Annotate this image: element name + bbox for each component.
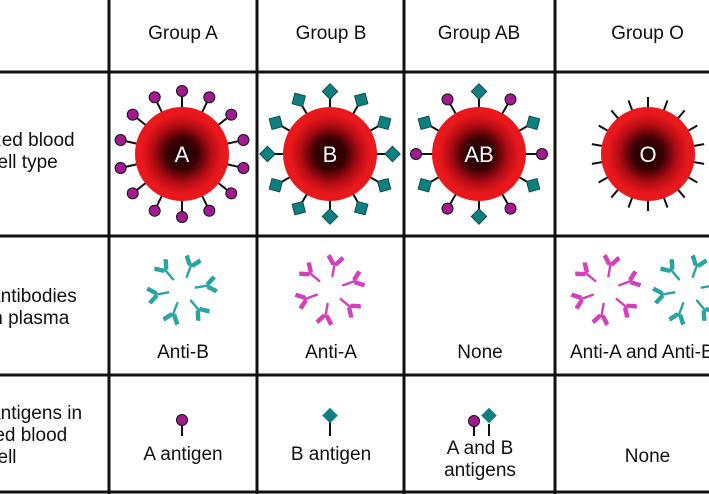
antigen-a-spike [409,147,435,161]
antibody-y-icon [315,301,337,326]
antibody-label-group-ab: None [457,342,503,363]
antigen-a-spike [112,157,141,176]
antigen-a-spike [175,198,189,224]
row-label-antigens-line1: Antigens in [0,403,83,424]
antibody-y-icon [652,283,677,305]
row-label-antigens-line3: cell [0,447,17,468]
cell-group-ab [409,82,549,226]
antibody-y-icon [684,254,708,281]
antibody-label-group-a: Anti-B [157,342,209,363]
antibody-label-group-o: Anti-A and Anti-B [570,342,709,363]
antigen-o-spike [676,188,686,199]
antibody-y-icon [591,301,613,326]
antibody-y-icon [659,257,686,286]
antigen-o-spike [597,176,610,184]
cell-group-b [258,82,402,226]
anti-b-antibody-cluster-o [652,254,709,326]
antibody-y-icon [297,261,326,288]
antibody-label-group-o-clip: Anti-A and Anti-B [557,342,709,366]
antigen-b-icon [322,407,338,436]
antigen-a-spike [175,84,189,110]
antigen-b-spike [321,198,339,226]
antibody-y-icon [193,275,218,297]
column-header-group-o: Group O [611,23,684,44]
antibody-y-icon [699,275,709,297]
antigen-o-spike [597,124,610,132]
cell-letter-ab: AB [464,142,493,167]
cell-group-o [590,96,706,212]
antibody-y-icon [294,286,321,310]
antibody-y-icon [334,292,363,319]
cell-letter-a: A [175,142,190,167]
antibody-y-icon [610,292,639,319]
antibody-y-icon [615,270,642,294]
antigen-o-spike [627,196,634,209]
antigen-o-spike [590,143,604,147]
column-header-group-ab: Group AB [437,23,521,44]
antigen-a-spike [112,132,141,151]
antibody-y-icon [570,286,597,310]
row-label-antibodies-line1: Antibodies [0,286,77,307]
antigen-ab-icon [468,407,497,436]
antigen-a-spike [223,157,252,176]
antigen-b-spike [321,82,339,110]
row-label-cell-type-line2: cell type [0,152,58,173]
antigen-label-group-a: A antigen [143,444,223,465]
cell-letter-b: B [323,142,338,167]
antigen-o-spike [686,124,699,132]
row-label-antigens-line2: red blood [0,425,68,446]
antibody-label-group-b: Anti-A [305,342,357,363]
antigen-o-spike [692,143,706,147]
antibody-y-icon [162,299,186,326]
antigen-o-spike [662,99,669,112]
antibody-y-icon [573,261,602,288]
cell-letter-o: O [639,142,656,167]
antigen-o-spike [610,188,620,199]
antigen-o-spike [692,161,706,165]
antibody-y-icon [599,254,621,279]
antibody-y-icon [323,254,345,279]
antibody-y-icon [690,294,709,323]
antigen-o-spike [686,176,699,184]
antigen-a-spike [223,132,252,151]
antigen-a-spike [523,147,549,161]
antigen-o-spike [662,196,669,209]
column-header-group-a: Group A [148,23,218,44]
anti-a-antibody-cluster [294,254,366,326]
antibody-y-icon [178,254,202,281]
antigen-b-spike [470,82,488,110]
antibody-y-icon [146,283,171,305]
antigen-label-group-ab-line1: A and B [446,438,514,459]
row-label-cell-type-line1: Red blood [0,130,75,151]
anti-b-antibody-cluster [146,254,218,326]
antigen-b-spike [258,145,286,163]
antibody-y-icon [668,299,692,326]
antigen-o-spike [627,99,634,112]
antigen-label-group-o: None [624,446,671,467]
column-header-group-b: Group B [295,23,367,44]
antigen-o-spike [676,109,686,120]
cell-group-a [112,84,252,224]
antigen-b-spike [374,145,402,163]
antigen-o-spike [610,109,620,120]
antigen-label-group-b: B antigen [290,444,372,465]
antibody-y-icon [339,270,366,294]
antigen-label-group-ab-line2: antigens [444,460,516,481]
antigen-b-spike [470,198,488,226]
anti-a-antibody-cluster-o [570,254,642,326]
antigen-o-spike [590,161,604,165]
antibody-y-icon [184,294,211,323]
row-label-antibodies-line2: in plasma [0,308,70,329]
antibody-y-icon [153,257,180,286]
antigen-a-icon [176,414,188,436]
